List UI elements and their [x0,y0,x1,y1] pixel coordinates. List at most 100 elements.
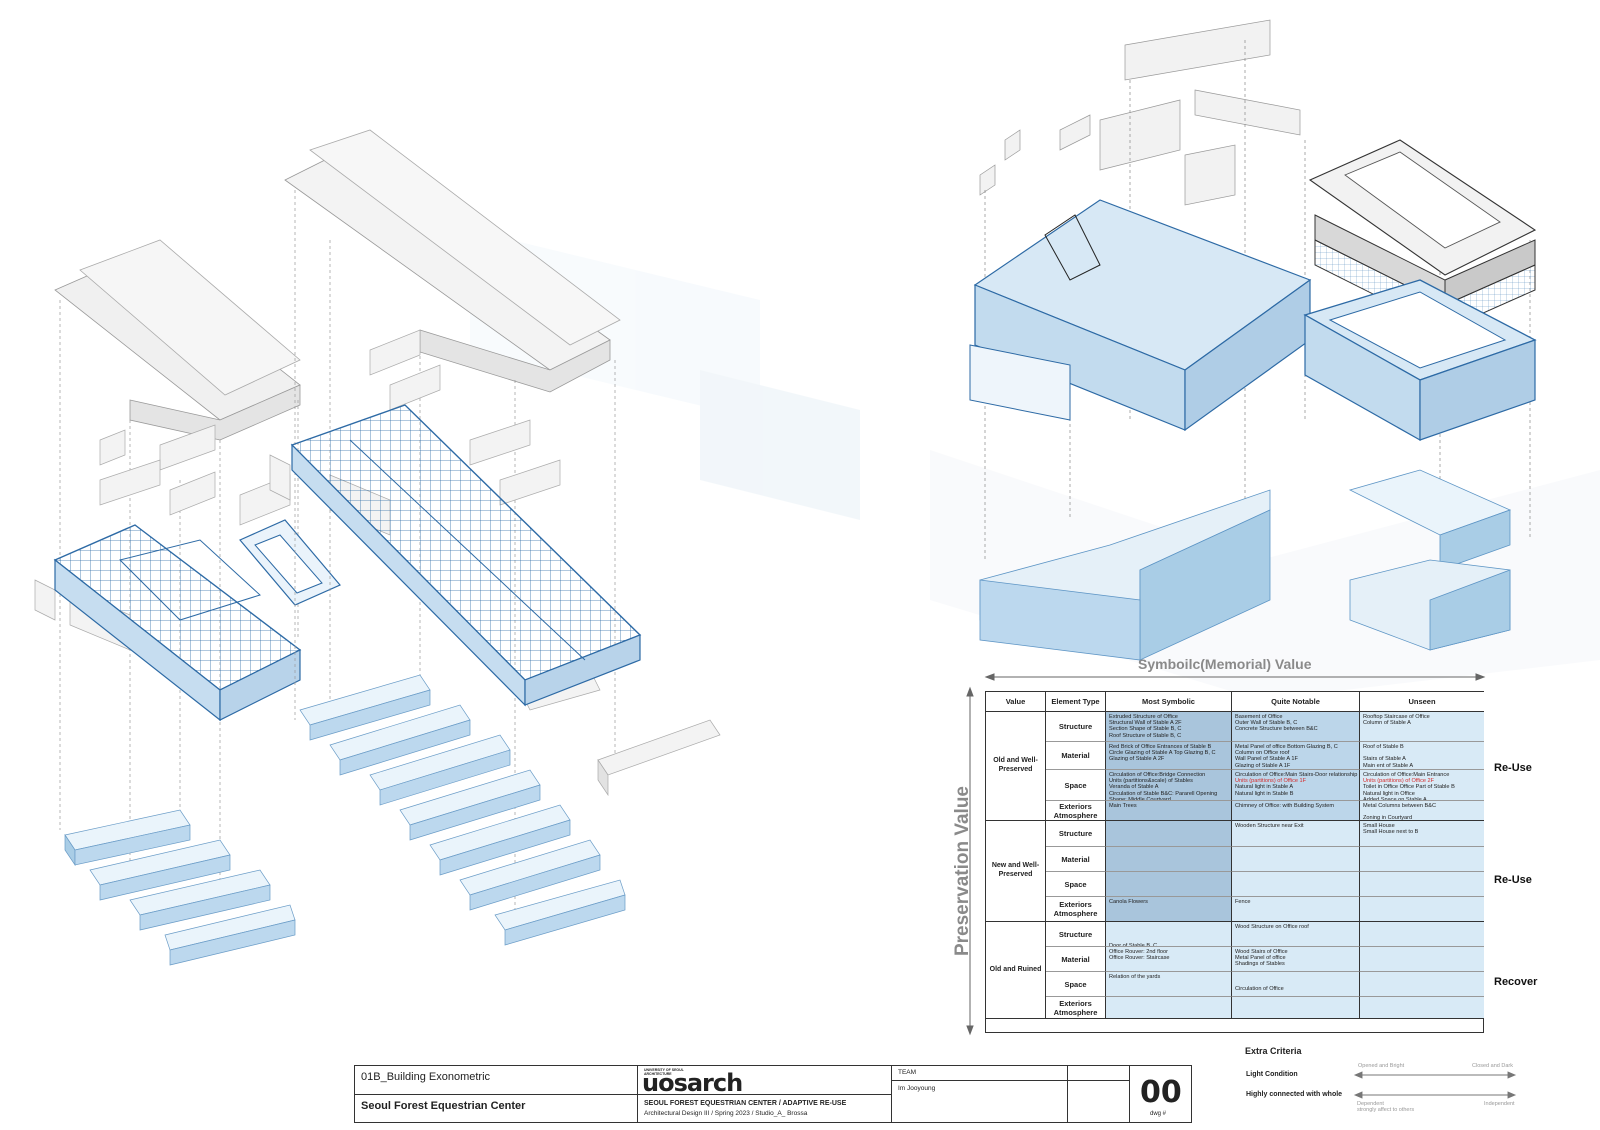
matrix-cell-line: Glazing of Stable A 1F [1235,762,1291,769]
matrix-cell-unseen [1360,847,1484,872]
matrix-element-type: Material [1046,947,1106,972]
matrix-cell-line: Units (partitions) of Office 1F [1235,778,1307,785]
action-label-reuse-1: Re-Use [1494,762,1532,774]
matrix-cell-line: Circulation of Office:Main Entrance [1363,772,1450,778]
connection-label: Highly connected with whole [1246,1091,1343,1098]
matrix-cell-line: Wall Panel of Stable A 1F [1235,756,1298,763]
team-label: TEAM [898,1069,917,1076]
preservation-value-axis-label: Preservation Value [952,785,973,957]
matrix-cell-line: Stairs of Stable A [1363,756,1406,763]
course-line: Architectural Design III / Spring 2023 /… [644,1110,808,1117]
matrix-cell-most [1106,847,1232,872]
matrix-element-type: Structure [1046,712,1106,742]
matrix-cell-line: Shape: Middle Courtyard [1109,796,1171,801]
matrix-cell-line: Chimney of Office: with Building System [1235,803,1335,809]
title-block: 01B_Building Exonometric Seoul Forest Eq… [354,1065,1192,1123]
connection-left: Dependent strongly affect to others [1357,1101,1415,1113]
drawing-number-label: dwg # [1150,1111,1167,1117]
matrix-group-label: New and Well-Preserved [986,821,1046,922]
matrix-cell-unseen: Metal Columns between B&C Zoning in Cour… [1360,801,1484,821]
matrix-cell-quite [1232,872,1360,897]
matrix-cell-line: Natural light in Office [1363,790,1415,797]
title-block-dwg-cell: 00 dwg # [1130,1066,1191,1122]
matrix-element-type: Space [1046,972,1106,997]
matrix-cell-line: Office Rouver: Staircase [1109,955,1170,962]
matrix-group-label: Old and Ruined [986,922,1046,1019]
stable-a-exploded [34,239,341,966]
matrix-cell-line: Shadings of Stables [1235,961,1285,968]
action-label-reuse-2: Re-Use [1494,874,1532,886]
title-block-logo-cell: UNIVERSITY OF SEOUL ARCHITECTURE uosarch… [638,1066,892,1122]
matrix-cell-unseen [1360,997,1484,1019]
matrix-cell-quite: Circulation of Office [1232,972,1360,997]
matrix-cell-most [1106,997,1232,1019]
matrix-header-2: Most Symbolic [1106,692,1232,712]
uosarch-logo: uosarch [642,1069,743,1097]
action-label-recover: Recover [1494,976,1538,988]
drawing-name: 01B_Building Exonometric [361,1071,491,1083]
matrix-cell-line: Column of Stable A [1363,720,1411,727]
matrix-cell-quite: Circulation of Office:Main Stairs-Door r… [1232,770,1360,801]
light-condition-left: Opened and Bright [1358,1063,1405,1069]
matrix-cell-line: Rooftop Staircase of Office [1363,714,1430,720]
matrix-cell-line: Main ent of Stable A [1363,762,1414,769]
matrix-cell-line: Natural light in Stable B [1235,790,1294,797]
matrix-cell-line: Office Rouver: 2nd floor [1109,949,1168,955]
matrix-cell-unseen [1360,897,1484,922]
matrix-element-type: Structure [1046,922,1106,947]
matrix-cell-quite: Metal Panel of office Bottom Glazing B, … [1232,742,1360,770]
matrix-cell-most: Main Trees [1106,801,1232,821]
matrix-cell-quite: Chimney of Office: with Building System [1232,801,1360,821]
connection-right: Independent [1484,1101,1515,1107]
matrix-cell-line: Units (partitions) of Office 2F [1363,778,1435,785]
matrix-cell-line: Extruded Structure of Office [1109,714,1178,720]
matrix-header-3: Quite Notable [1232,692,1360,712]
title-block-name-cell: 01B_Building Exonometric Seoul Forest Eq… [355,1066,638,1122]
title-block-team-cell: TEAM Im Jooyoung [892,1066,1068,1122]
matrix-cell-line: Circulation of Stable B&C: Pararell Open… [1109,790,1218,797]
matrix-cell-line: Wood Structure on Office roof [1235,924,1309,930]
matrix-element-type: Space [1046,770,1106,801]
matrix-header-1: Element Type [1046,692,1106,712]
matrix-cell-line: Canola Flowers [1109,899,1148,905]
stable-bc-exploded [269,129,721,946]
project-line: SEOUL FOREST EQUESTRIAN CENTER / ADAPTIV… [644,1100,847,1107]
symbolic-value-axis-label: Symboilc(Memorial) Value [1138,656,1312,672]
matrix-cell-line: Structural Wall of Stable A 2F [1109,720,1182,727]
matrix-cell-most [1106,821,1232,847]
matrix-cell-quite: Wood Structure on Office roof [1232,922,1360,947]
matrix-cell-line: Metal Panel of office [1235,955,1286,962]
matrix-cell-line: Door of Stable B, C [1109,942,1158,947]
matrix-cell-line: Small House next to B [1363,829,1419,836]
matrix-cell-line: Circulation of Office:Main Stairs-Door r… [1235,772,1358,778]
matrix-cell-line: Metal Columns between B&C [1363,803,1437,809]
matrix-cell-line: Column on Office roof [1235,750,1290,757]
matrix-cell-line: Wooden Structure near Exit [1235,823,1304,829]
matrix-cell-most [1106,872,1232,897]
matrix-cell-line: Wood Stairs of Office [1235,949,1288,955]
matrix-cell-line: Toilet in Office Office Part of Stable B [1363,784,1455,791]
matrix-element-type: Exteriors Atmosphere [1046,897,1106,922]
matrix-cell-line: Concrete Structure between B&C [1235,726,1318,733]
matrix-cell-most: Relation of the yards [1106,972,1232,997]
title-block-blank-cell [1068,1066,1130,1122]
matrix-cell-line: Added Space on Stable A [1363,796,1427,801]
matrix-cell-quite: Wooden Structure near Exit [1232,821,1360,847]
matrix-element-type: Material [1046,847,1106,872]
matrix-cell-line: Main Trees [1109,803,1137,809]
matrix-cell-line: Basement of Office [1235,714,1283,720]
matrix-cell-quite: Fence [1232,897,1360,922]
matrix-cell-line: Circulation of Office [1235,986,1284,993]
extra-criteria-title: Extra Criteria [1245,1046,1302,1056]
drawing-number: 00 [1140,1075,1182,1110]
matrix-cell-line: Zoning in Courtyard [1363,815,1413,821]
matrix-header-4: Unseen [1360,692,1484,712]
logo-university-text: UNIVERSITY OF SEOUL ARCHITECTURE [644,1068,684,1076]
extra-criteria-arrows [1353,1071,1517,1099]
matrix-element-type: Space [1046,872,1106,897]
